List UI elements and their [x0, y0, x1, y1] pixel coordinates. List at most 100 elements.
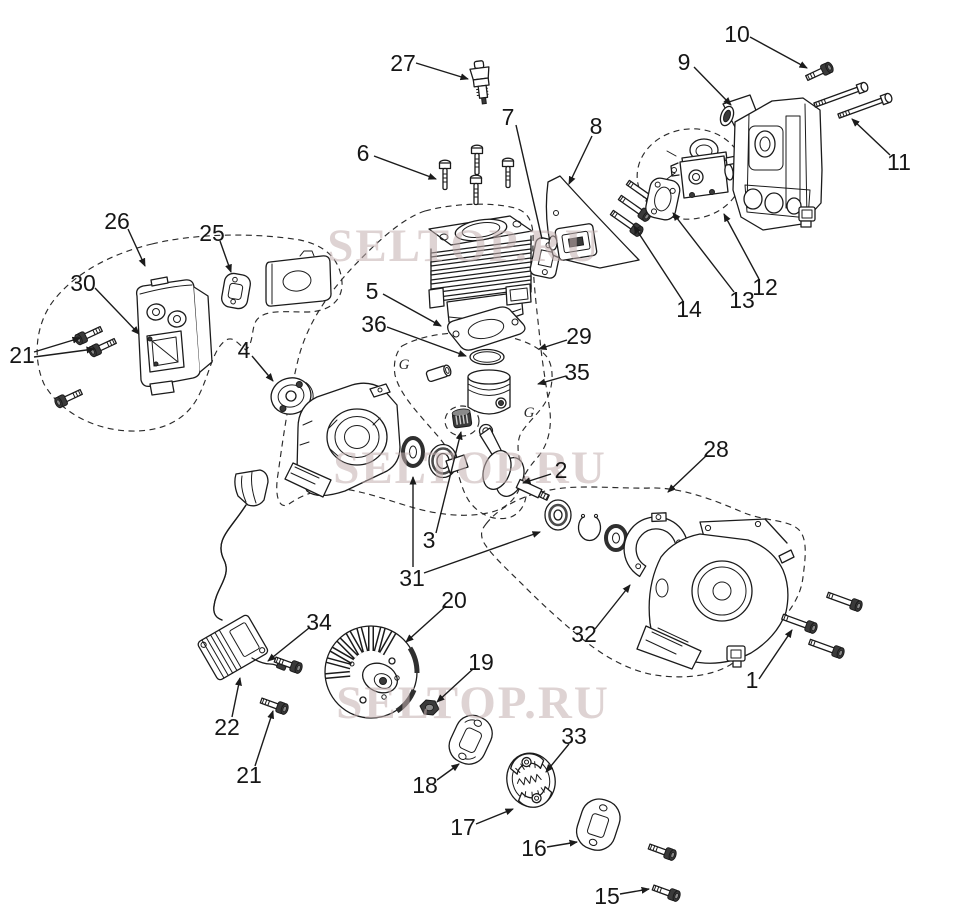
part-label-29: 29 [538, 323, 592, 351]
part-number: 29 [566, 323, 592, 349]
part-number: 30 [70, 270, 96, 296]
muffler [135, 276, 213, 396]
exhaust-deflector [265, 250, 332, 307]
leader-line [522, 473, 552, 485]
part-label-9: 9 [678, 49, 732, 106]
part-number: 33 [561, 723, 587, 749]
part-label-31: 31 [399, 476, 541, 591]
muffler-bolts [52, 323, 119, 410]
part-number: 31 [399, 565, 425, 591]
part-number: 19 [468, 649, 494, 675]
part-label-15: 15 [594, 883, 650, 909]
leader-line [405, 605, 447, 643]
part-label-3: 3 [423, 431, 463, 553]
clutch [506, 752, 556, 808]
flywheel [324, 625, 420, 719]
leader-line [545, 743, 570, 773]
part-number: 34 [306, 609, 332, 635]
leader-line [633, 225, 684, 302]
leader-line [515, 124, 543, 240]
part-number: 15 [594, 883, 620, 909]
part-label-5: 5 [366, 278, 442, 327]
leader-line [231, 677, 242, 718]
leader-line [415, 62, 469, 81]
airbox-long-bolts [812, 80, 894, 122]
part-number: 6 [357, 140, 370, 166]
leader-line [723, 213, 760, 280]
cylinder [428, 215, 533, 325]
leader-line [33, 336, 81, 353]
needle-bearing [451, 408, 473, 429]
cylinder-base-gasket [447, 306, 526, 351]
part-label-7: 7 [502, 104, 543, 240]
leader-line [537, 375, 567, 386]
clutch-washer [575, 798, 621, 851]
exhaust-gasket [221, 272, 251, 310]
leader-line [749, 36, 808, 69]
piston-ring [469, 348, 505, 366]
part-label-10: 10 [724, 21, 808, 69]
watermark-text: SELTOP.RU [336, 677, 610, 729]
crankcase-group-outline [481, 486, 806, 678]
part-label-26: 26 [104, 208, 146, 267]
leader-line [851, 118, 891, 156]
leader-line [94, 287, 140, 335]
part-number: 13 [729, 287, 755, 313]
part-number: 9 [678, 49, 691, 75]
part-number: 8 [590, 113, 603, 139]
part-label-1: 1 [746, 629, 793, 693]
part-label-33: 33 [545, 723, 587, 773]
snap-ring [577, 513, 602, 542]
crankcase-half-left [284, 382, 401, 498]
leader-line [758, 629, 793, 680]
piston-group-outline [393, 331, 553, 520]
part-number: 3 [423, 527, 436, 553]
part-label-35: 35 [537, 359, 590, 386]
cylinder-bolts [438, 144, 515, 206]
grease-mark: G [524, 405, 535, 421]
part-number: 22 [214, 714, 240, 740]
part-number: 11 [887, 149, 911, 175]
leader-line [219, 240, 232, 273]
airbox-housing [719, 94, 823, 231]
part-number: 35 [564, 359, 590, 385]
part-label-16: 16 [521, 835, 578, 861]
leader-line [672, 212, 735, 293]
part-label-18: 18 [412, 763, 460, 798]
part-label-8: 8 [568, 113, 603, 185]
crankshaft [445, 423, 550, 501]
part-label-13: 13 [672, 212, 755, 313]
main-bearing-right [544, 499, 572, 531]
part-label-20: 20 [405, 587, 467, 643]
crankcase-half-right [636, 518, 795, 670]
part-number: 17 [450, 814, 476, 840]
part-number: 12 [752, 274, 778, 300]
watermark-text: SELTOP.RU [333, 442, 607, 494]
leader-line [33, 346, 95, 358]
watermark-text: SELTOP.RU [327, 220, 601, 272]
part-number: 26 [104, 208, 130, 234]
leader-line [386, 326, 467, 357]
part-label-4: 4 [238, 337, 274, 382]
leader-line [538, 339, 568, 351]
spark-plug [469, 60, 490, 105]
clutch-screws [646, 840, 683, 903]
leader-line [254, 710, 274, 767]
leader-line [127, 228, 146, 267]
leader-line [435, 431, 463, 534]
leader-line [594, 584, 631, 630]
part-label-27: 27 [390, 50, 469, 81]
part-number: 10 [724, 21, 750, 47]
oil-seal-left [401, 436, 425, 468]
part-number: 28 [703, 436, 729, 462]
leader-line [436, 763, 460, 781]
flywheel-nut [419, 699, 440, 716]
part-label-32: 32 [571, 584, 631, 647]
part-label-28: 28 [667, 436, 729, 493]
part-number: 20 [441, 587, 467, 613]
piston [467, 369, 511, 415]
leader-line [619, 886, 650, 895]
part-number: 5 [366, 278, 379, 304]
